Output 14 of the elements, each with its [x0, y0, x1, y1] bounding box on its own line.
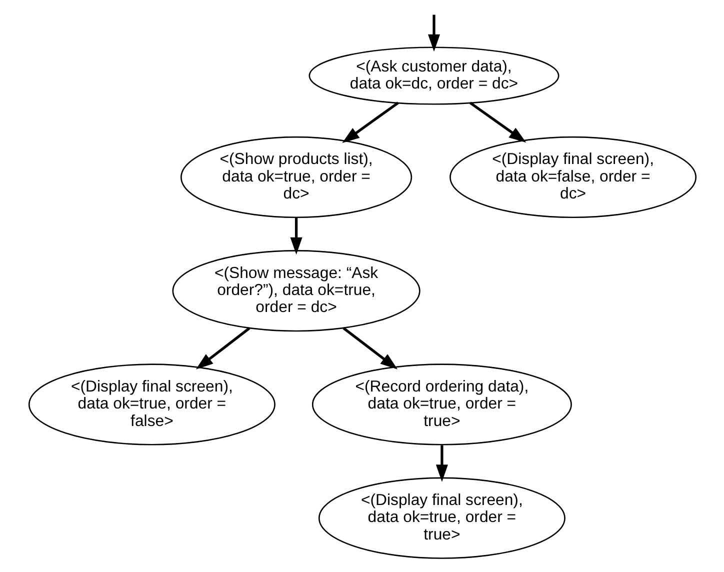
- arrow: [195, 327, 250, 370]
- arrow: [290, 218, 302, 255]
- arrow: [427, 14, 440, 52]
- node-ellipse: <(Ask customer data), data ok=dc, order = dc>: [308, 46, 559, 105]
- node-ellipse: <(Display final screen), data ok=false, order = dc>: [449, 136, 696, 218]
- arrow: [468, 102, 526, 143]
- arrow: [435, 445, 448, 482]
- arrow: [342, 327, 398, 370]
- node-ellipse: <(Show message: “Ask order?”), data ok=true, order = dc>: [172, 250, 420, 332]
- node-ellipse: <(Display final screen), data ok=true, order = false>: [28, 364, 275, 446]
- node-ellipse: <(Show products list), data ok=true, order = dc>: [180, 136, 412, 218]
- node-ellipse: <(Record ordering data), data ok=true, order = true>: [311, 364, 572, 446]
- arrow: [342, 102, 398, 143]
- node-ellipse: <(Display final screen), data ok=true, order = true>: [318, 477, 565, 559]
